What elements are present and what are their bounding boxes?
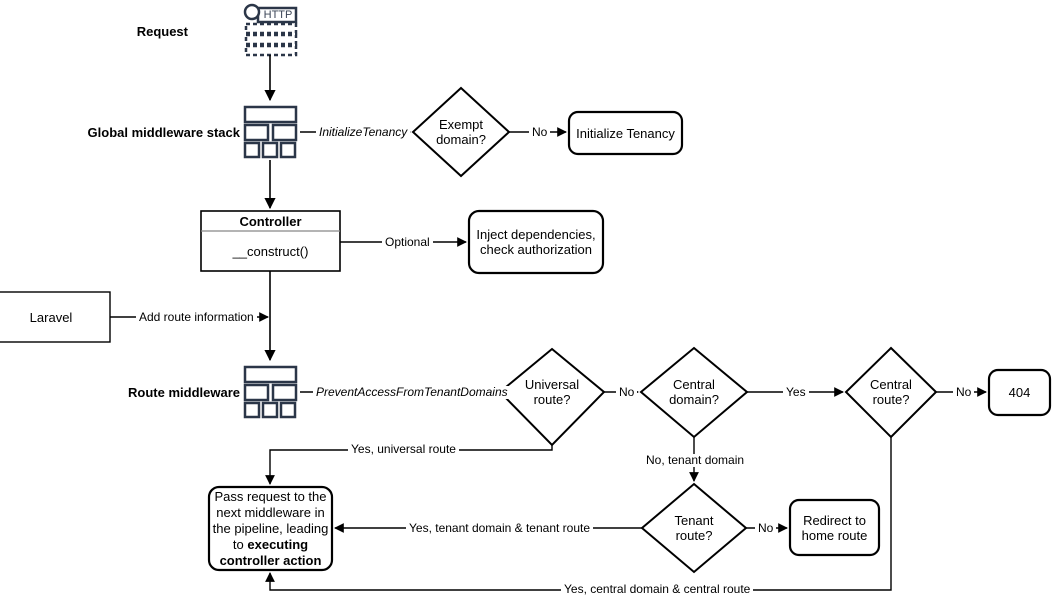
route-middleware-stack-icon xyxy=(243,365,298,419)
edge-label-universal-route-yes: Yes, universal route xyxy=(348,443,459,456)
edge-label-central-domain-yes: Yes xyxy=(783,386,809,399)
route-middleware-side-label: Route middleware xyxy=(128,385,240,400)
pass-request-box xyxy=(207,485,334,572)
global-middleware-stack-side-label: Global middleware stack xyxy=(87,125,240,140)
edge-label-universal-route-no: No xyxy=(616,386,638,399)
redirect-home-box xyxy=(788,498,881,557)
edge-label-initialize-tenancy: InitializeTenancy xyxy=(316,126,411,139)
edge-label-controller-optional: Optional xyxy=(382,236,433,249)
edge-label-central-domain-no: No, tenant domain xyxy=(643,454,748,467)
universal-route-diamond xyxy=(498,347,606,447)
initialize-tenancy-box xyxy=(567,110,684,156)
edge-label-add-route-information: Add route information xyxy=(136,311,257,324)
inject-dependencies-box xyxy=(467,209,605,275)
edge-label-prevent-access: PreventAccessFromTenantDomains xyxy=(313,386,511,399)
tenant-route-diamond xyxy=(640,482,748,574)
edge-label-exempt-domain-no: No xyxy=(529,126,551,139)
edge-label-tenant-route-yes: Yes, tenant domain & tenant route xyxy=(406,522,594,535)
edge-label-tenant-route-no: No xyxy=(755,522,777,535)
edge-label-central-route-no: No xyxy=(953,386,975,399)
laravel-box xyxy=(0,291,111,343)
request-side-label: Request xyxy=(136,24,188,39)
not-found-box xyxy=(987,368,1052,417)
controller-box xyxy=(200,210,341,272)
http-request-icon xyxy=(243,3,298,57)
edge-label-central-route-yes: Yes, central domain & central route xyxy=(561,583,754,596)
exempt-domain-diamond xyxy=(411,86,511,178)
global-middleware-stack-icon xyxy=(243,105,298,159)
central-route-diamond xyxy=(844,346,938,439)
central-domain-diamond xyxy=(639,346,749,439)
